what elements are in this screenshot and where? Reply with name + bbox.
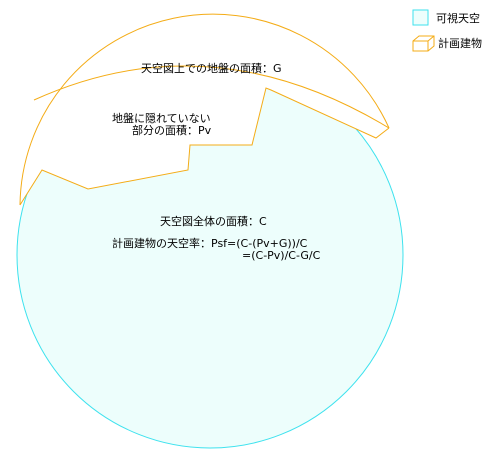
visible-sky-swatch — [412, 9, 429, 26]
ground-area-label: 天空図上での地盤の面積：G — [141, 62, 282, 75]
ground-region — [20, 14, 389, 206]
ground-inner-line — [33, 65, 390, 129]
legend-visible-sky-label: 可視天空 — [436, 12, 480, 25]
formula-line2: =(C-Pv)/C-G/C — [242, 249, 321, 262]
building-silhouette — [19, 87, 390, 206]
hidden-area-label-line2: 部分の面積：Pv — [132, 124, 212, 137]
total-area-label: 天空図全体の面積：C — [160, 215, 267, 228]
legend-building-label: 計画建物 — [438, 37, 482, 50]
ground-outer-arc — [19, 13, 390, 206]
hidden-area-label-line1: 地盤に隠れていない — [112, 112, 211, 125]
formula-line1: 計画建物の天空率：Psf=(C-(Pv+G))/C — [112, 237, 308, 250]
building-box-icon — [412, 35, 435, 52]
